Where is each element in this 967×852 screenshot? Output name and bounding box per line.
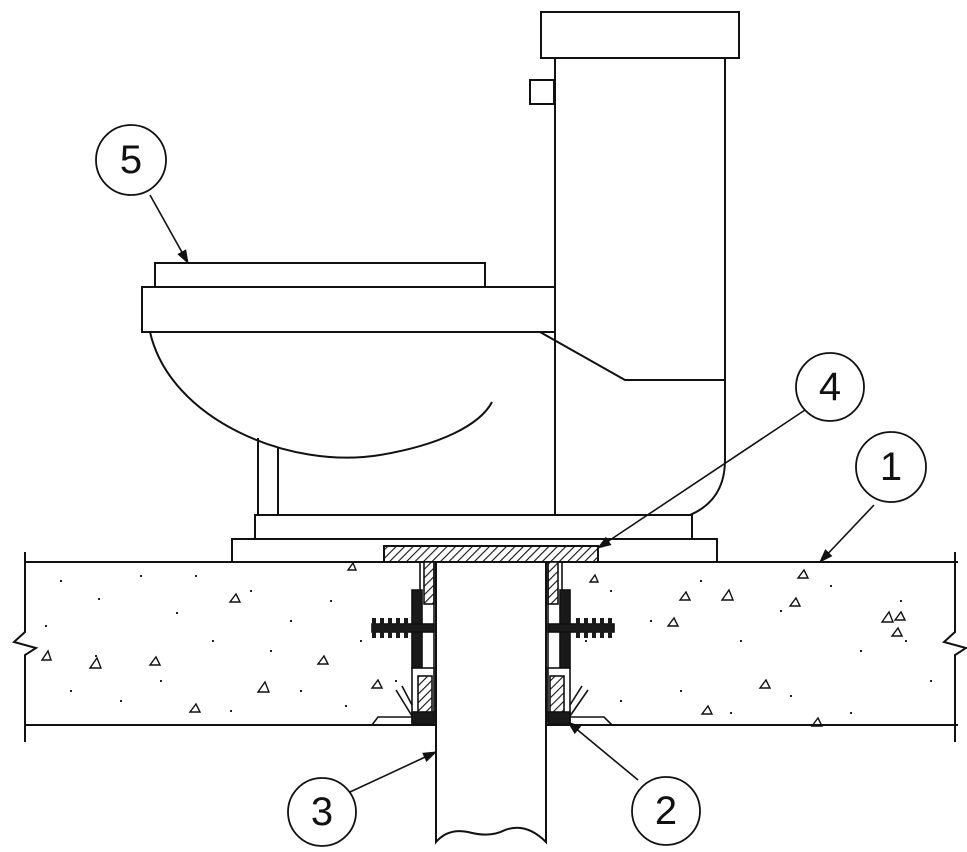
callout-1: 1 <box>855 431 927 503</box>
flush-button <box>529 79 555 105</box>
callout-3: 3 <box>287 777 357 847</box>
leader-1 <box>819 504 875 564</box>
callout-2: 2 <box>631 776 701 846</box>
callout-label: 3 <box>311 790 333 834</box>
callout-5: 5 <box>95 124 167 196</box>
bowl-rim <box>141 286 556 333</box>
callout-circle <box>795 352 865 422</box>
pedestal <box>257 438 279 515</box>
callout-label: 5 <box>120 138 142 182</box>
callout-circle <box>287 777 357 847</box>
concrete-aggregate-triangles <box>40 561 907 727</box>
seal-bottom-left <box>411 711 435 725</box>
leader-4 <box>596 409 806 549</box>
base-upper <box>254 514 693 540</box>
tank-lid <box>540 11 740 59</box>
bowl-curve <box>149 331 493 459</box>
leader-3 <box>349 751 438 793</box>
drain-pipe <box>435 561 547 845</box>
callout-circle <box>855 431 927 503</box>
sleeve-left-hatch <box>423 561 435 605</box>
callout-circle <box>631 776 701 846</box>
leader-5 <box>149 194 189 265</box>
callout-label: 2 <box>655 789 677 833</box>
bolt-right <box>547 623 615 633</box>
sleeve-assembly <box>371 561 615 726</box>
flange-plate <box>383 545 599 563</box>
callout-label: 4 <box>819 365 841 409</box>
body-contour <box>539 331 725 381</box>
leader-lines <box>149 194 875 793</box>
concrete-aggregate-dots <box>45 575 932 714</box>
seat-cover <box>154 262 486 288</box>
toilet <box>141 11 740 563</box>
sleeve-right-hatch <box>547 561 559 605</box>
callout-4: 4 <box>795 352 865 422</box>
callout-label: 1 <box>880 445 902 489</box>
seal-bottom-right <box>547 711 571 725</box>
leader-2 <box>566 721 639 781</box>
slab-break-left <box>11 552 39 742</box>
callout-circle <box>95 124 167 196</box>
slab-break-right <box>941 552 967 742</box>
tank-body <box>554 57 726 516</box>
